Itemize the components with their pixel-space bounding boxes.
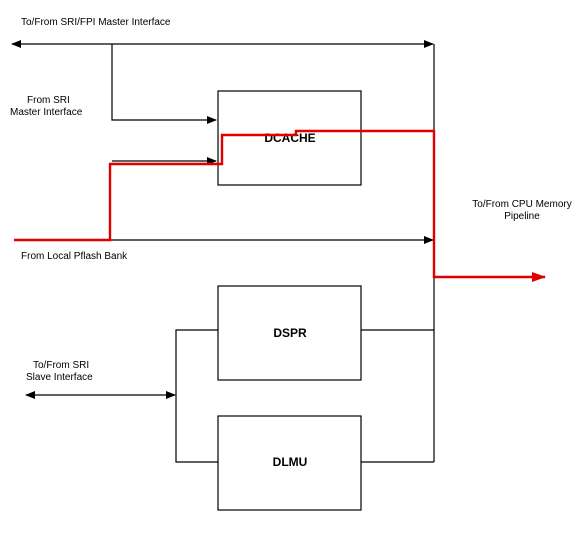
cpu-pipeline-label-line1: To/From CPU Memory bbox=[472, 199, 571, 210]
dspr-input-wire bbox=[175, 329, 218, 463]
dcache-label: DCACHE bbox=[264, 131, 315, 145]
highlighted-data-path bbox=[14, 129, 546, 282]
dlmu-block bbox=[217, 415, 362, 511]
sri-master-label-line2: Master Interface bbox=[10, 107, 83, 118]
dlmu-label: DLMU bbox=[273, 455, 308, 469]
sri-slave-label-line2: Slave Interface bbox=[26, 372, 93, 383]
sri-fpi-master-label: To/From SRI/FPI Master Interface bbox=[21, 17, 171, 28]
sri-master-to-dcache-wire bbox=[111, 44, 217, 124]
dcache-block bbox=[217, 90, 362, 186]
local-pflash-label: From Local Pflash Bank bbox=[21, 251, 128, 262]
dspr-block bbox=[217, 285, 362, 381]
cpu-pipeline-label-line2: Pipeline bbox=[504, 211, 540, 222]
sri-slave-label-line1: To/From SRI bbox=[33, 360, 89, 371]
sri-master-label-line1: From SRI bbox=[27, 95, 70, 106]
dspr-label: DSPR bbox=[273, 326, 307, 340]
